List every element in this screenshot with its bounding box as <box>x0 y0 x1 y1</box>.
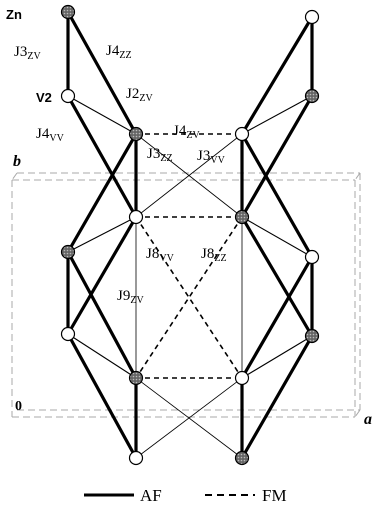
legend: AF FM <box>84 486 287 505</box>
legend-fm-label: FM <box>262 486 287 505</box>
coupling-labels: J3ZV J4ZZ J2ZV J4VV J4ZV J3ZZ J3VV J8VV … <box>14 43 227 306</box>
label-j3vv: J3VV <box>197 148 226 166</box>
label-j3zv: J3ZV <box>14 44 41 62</box>
label-j8vv: J8VV <box>146 246 175 264</box>
atom-label-zn: Zn <box>6 7 22 22</box>
v-atoms <box>60 9 320 466</box>
label-j4zz: J4ZZ <box>106 43 132 61</box>
legend-af-label: AF <box>140 486 162 505</box>
atom-label-v2: V2 <box>36 90 52 105</box>
af-bonds <box>66 10 314 460</box>
label-j3zz: J3ZZ <box>147 146 173 164</box>
label-j2zv: J2ZV <box>126 86 153 104</box>
thin-side-bonds <box>67 95 313 379</box>
label-j9zv: J9ZV <box>117 288 144 306</box>
zn-atoms <box>60 4 320 466</box>
unit-cell <box>11 172 361 418</box>
label-j8zz: J8ZZ <box>201 246 227 264</box>
thin-bonds <box>135 133 243 459</box>
label-j4vv: J4VV <box>36 126 65 144</box>
axis-label-b: b <box>13 153 21 170</box>
label-j4zv: J4ZV <box>173 123 200 141</box>
origin-label: 0 <box>15 399 22 414</box>
axis-label-a: a <box>364 411 372 428</box>
